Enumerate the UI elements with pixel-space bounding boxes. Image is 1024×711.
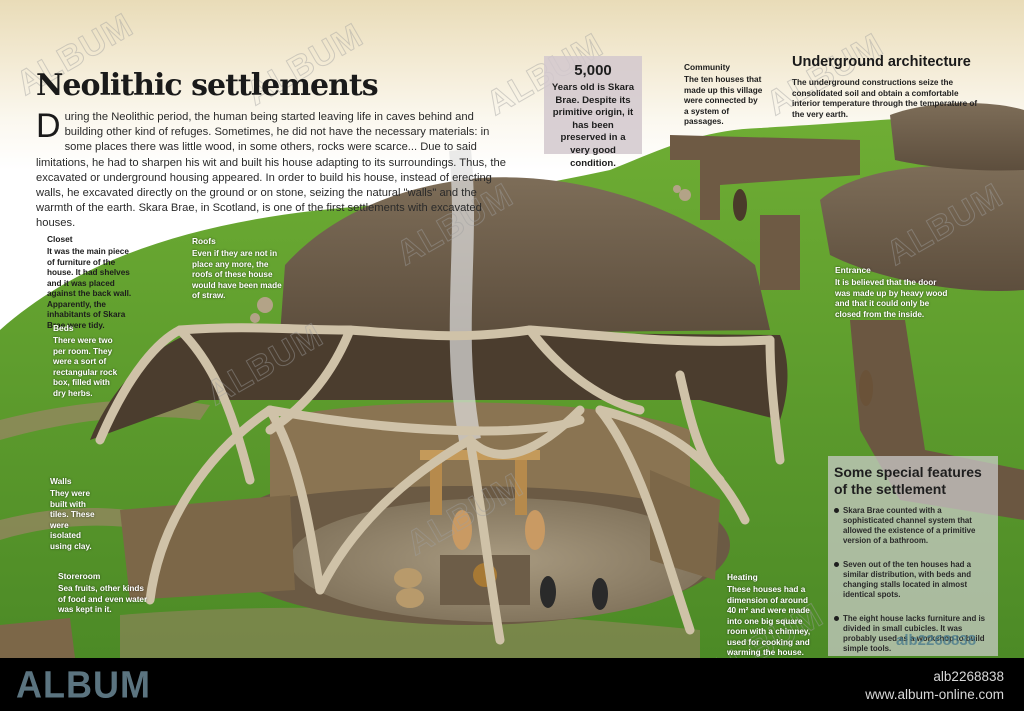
callout-heading: Beds [53,323,74,333]
stat-box: 5,000 Years old is Skara Brae. Despite i… [544,56,642,169]
callout-storeroom: Storeroom Sea fruits, other kinds of foo… [58,571,153,616]
callout-text: It was the main piece of furniture of th… [47,247,132,330]
callout-entrance: Entrance It is believed that the door wa… [835,265,953,320]
callout-roofs: Roofs Even if they are not in place any … [192,236,287,302]
stat-number: 5,000 [574,62,612,79]
callout-heading: Closet [47,234,73,244]
footer-bar: ALBUM alb2268838 www.album-online.com [0,658,1024,711]
image-id: alb2268838 [933,669,1004,684]
stat-text: Years old is Skara Brae. Despite its pri… [551,82,635,169]
features-box: Some special features of the settlement … [828,456,998,656]
callout-heading: Community [684,62,731,72]
callout-text: The ten houses that made up this village… [684,75,763,126]
intro-paragraph: D uring the Neolithic period, the human … [36,107,514,232]
website-link[interactable]: www.album-online.com [865,687,1004,702]
callout-heading: Entrance [835,265,871,275]
callout-text: These houses had a dimension of around 4… [727,585,811,657]
callout-text: There were two per room. They were a sor… [53,336,118,398]
infographic-page: ALBUM ALBUM ALBUM ALBUM ALBUM ALBUM ALBU… [0,0,1024,658]
footer-meta: alb2268838 www.album-online.com [865,668,1004,704]
section-title: Underground architecture [792,54,971,70]
callout-text: It is believed that the door was made up… [835,278,948,319]
section-text: The underground constructions seize the … [792,78,978,119]
callout-beds: Beds There were two per room. They were … [53,323,123,399]
callout-closet: Closet It was the main piece of furnitur… [47,234,135,331]
intro-text: uring the Neolithic period, the human be… [36,111,506,230]
callout-heading: Heating [727,572,758,582]
album-logo[interactable]: ALBUM [16,662,151,706]
callout-text: Even if they are not in place any more, … [192,249,282,300]
callout-heading: Walls [50,476,72,486]
callout-heading: Roofs [192,236,216,246]
callout-heading: Storeroom [58,571,101,581]
drop-cap: D [36,107,61,145]
feature-item: Skara Brae counted with a sophisticated … [834,506,992,546]
feature-item: Seven out of the ten houses had a simila… [834,560,992,600]
page-title: Neolithic settlements [36,68,379,103]
features-list: Skara Brae counted with a sophisticated … [834,506,992,654]
features-title: Some special features of the settlement [834,464,982,497]
callout-heating: Heating These houses had a dimension of … [727,572,812,658]
callout-text: Sea fruits, other kinds of food and even… [58,584,148,614]
settlement-illustration [0,103,1024,658]
callout-walls: Walls They were built with tiles. These … [50,476,100,552]
callout-community: Community The ten houses that made up th… [684,62,764,128]
feature-item: The eight house lacks furniture and is d… [834,614,992,654]
image-code-overlay: alb2268838 [896,632,977,649]
callout-text: They were built with tiles. These were i… [50,489,95,551]
